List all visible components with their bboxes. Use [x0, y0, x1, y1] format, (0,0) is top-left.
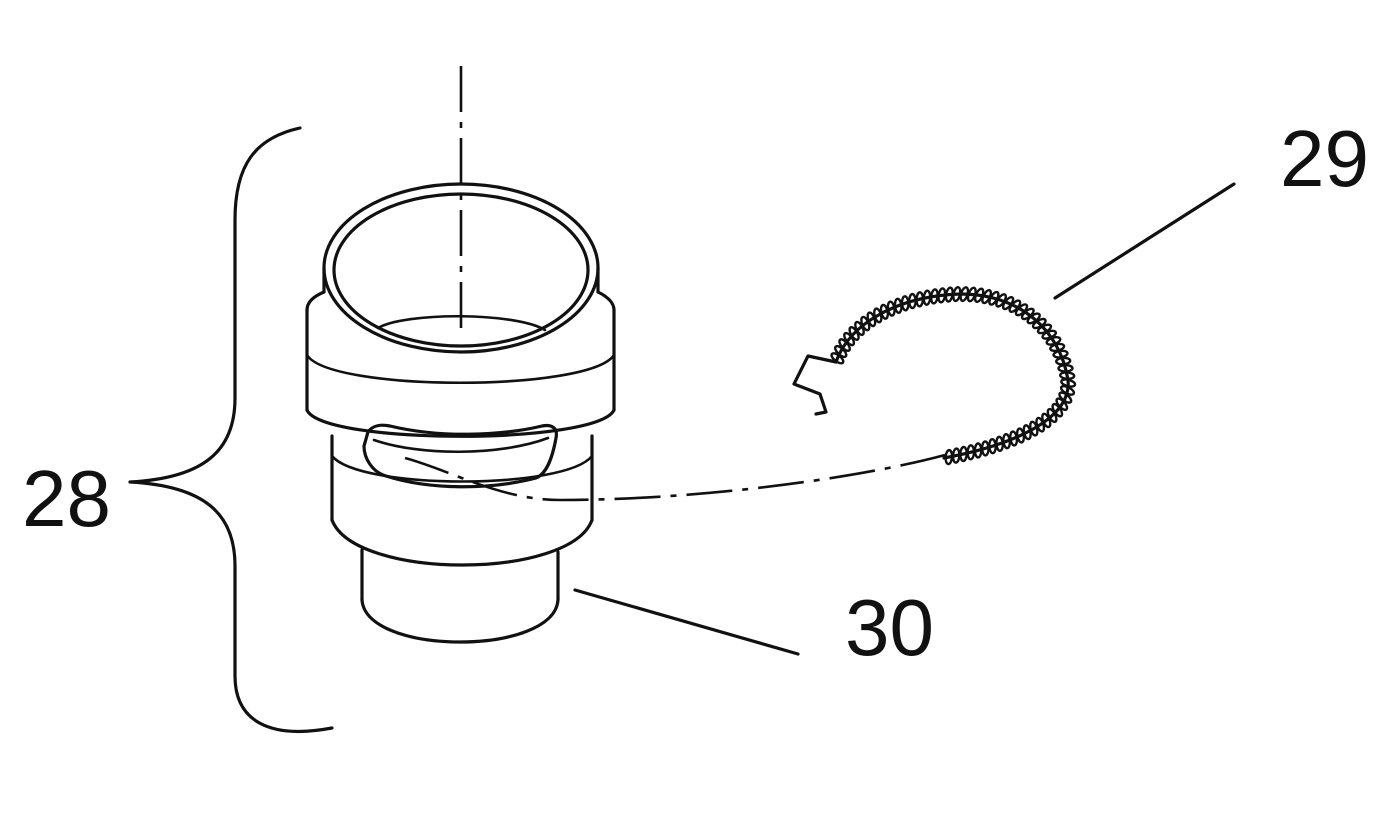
spigot-bottom [360, 598, 560, 644]
spring-hook [792, 354, 838, 416]
top-rim-inner [332, 192, 590, 348]
spring-path [404, 453, 946, 502]
collar-shoulder [305, 353, 616, 384]
leader-30 [573, 588, 800, 656]
middle-band [330, 454, 594, 483]
ref-label-28: 28 [22, 454, 111, 543]
collar-top-edge-right [596, 290, 616, 312]
leader-29 [1053, 182, 1236, 300]
coil-winding [944, 448, 954, 466]
collar-top-edge [305, 290, 326, 312]
coil-loops [830, 286, 1077, 466]
ref-label-29: 29 [1280, 114, 1369, 203]
assembly-brace [128, 126, 334, 733]
ref-label-30: 30 [845, 583, 934, 672]
slot-window [362, 423, 558, 489]
middle-bottom [330, 518, 594, 567]
slot-inner-edge [372, 436, 550, 454]
collar-bottom [305, 408, 616, 438]
inner-step [376, 314, 547, 332]
connector-body [305, 182, 616, 644]
coil-spring [792, 286, 1077, 466]
